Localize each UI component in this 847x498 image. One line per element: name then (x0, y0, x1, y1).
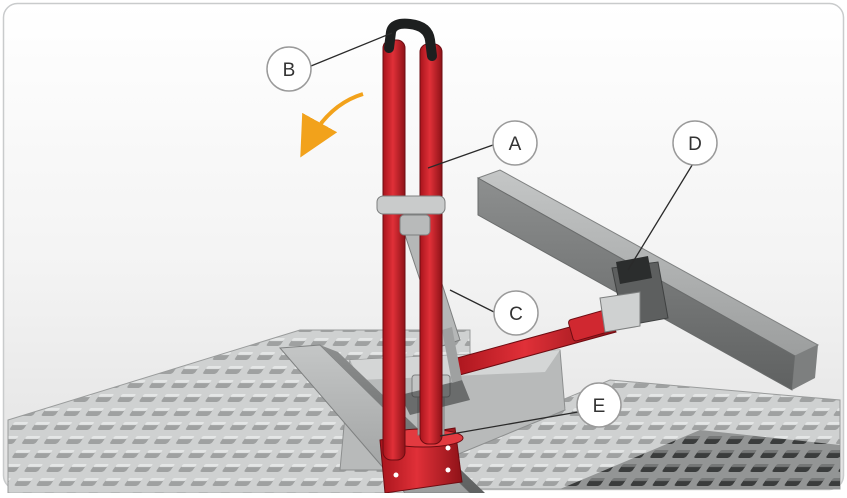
callout-a-label: A (509, 134, 522, 155)
callout-e-label: E (593, 396, 606, 417)
curved-arrow-icon (300, 92, 364, 158)
handle-bar (376, 39, 446, 461)
callout-d-label: D (688, 134, 702, 155)
callout-e: E (576, 382, 622, 428)
upper-rail (476, 169, 820, 391)
callout-c: C (493, 290, 539, 336)
callout-c-label: C (509, 304, 523, 325)
callout-d: D (672, 120, 718, 166)
callout-b-label: B (283, 60, 296, 81)
connecting-arm (449, 291, 641, 377)
callout-a: A (492, 120, 538, 166)
leader-lines (310, 32, 695, 437)
handle-grip (384, 18, 437, 61)
callout-b: B (266, 46, 312, 92)
